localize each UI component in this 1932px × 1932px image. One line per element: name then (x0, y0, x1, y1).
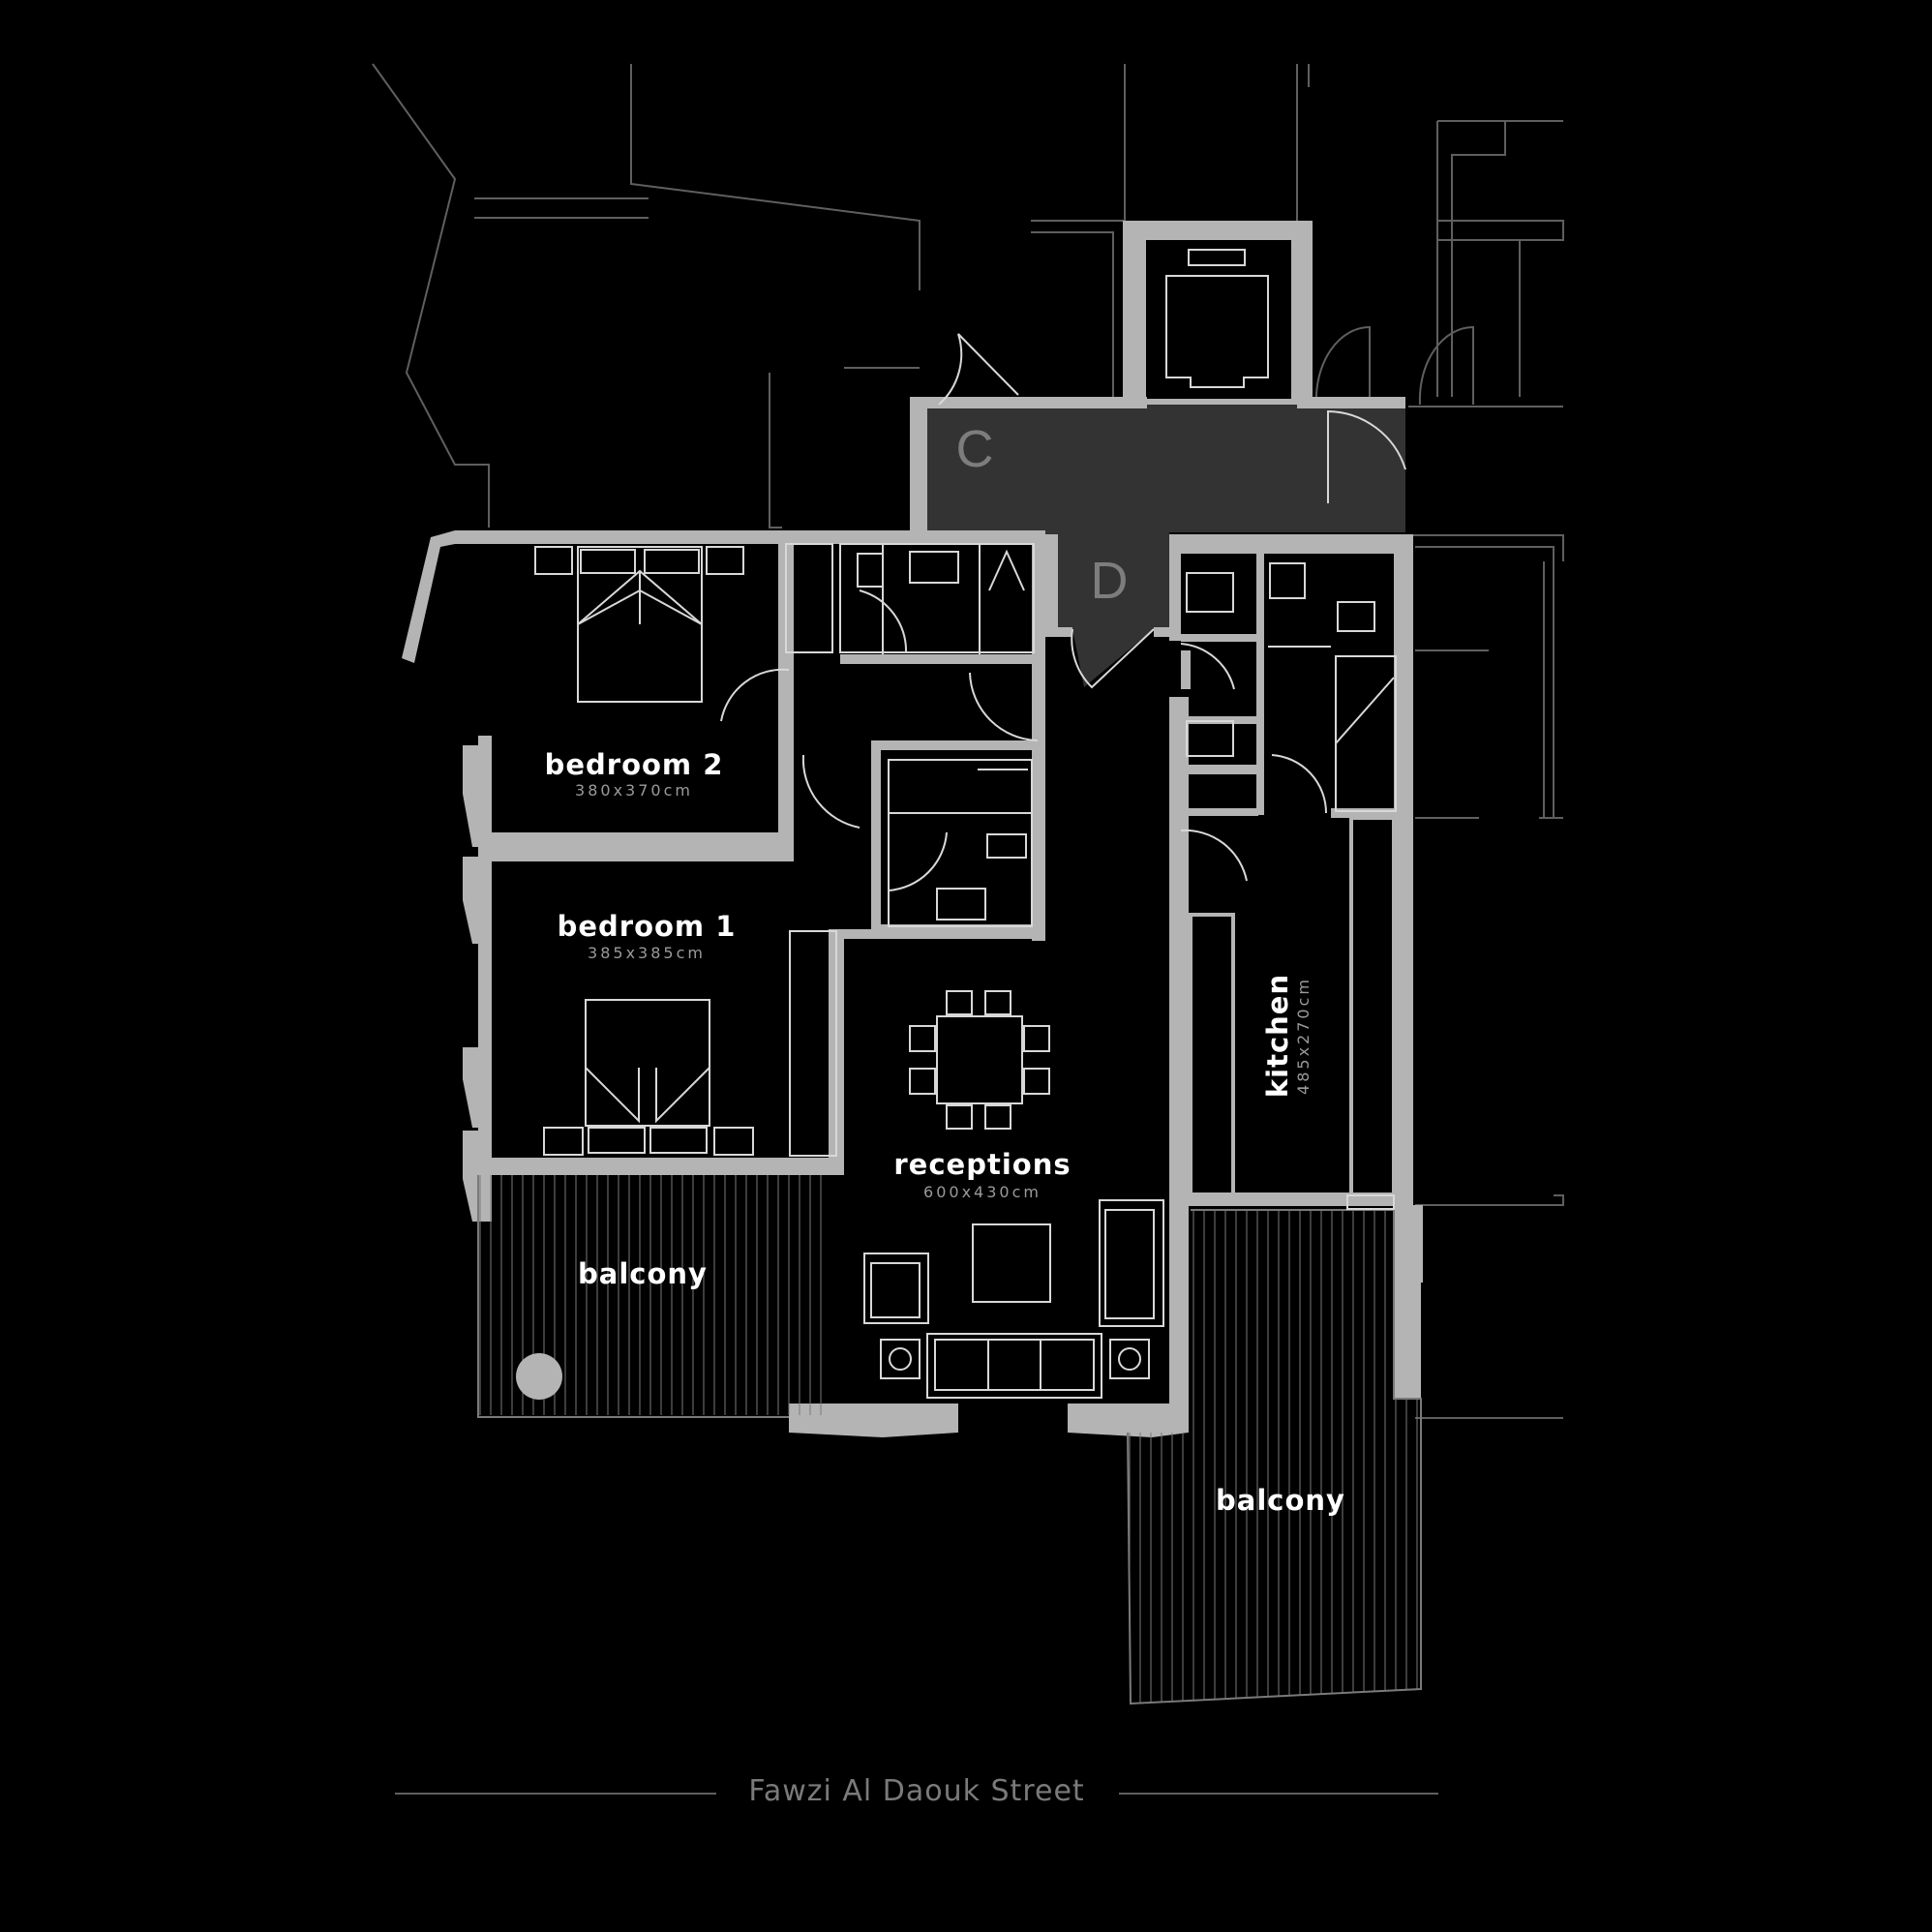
balcony-east-label: balcony (1216, 1484, 1345, 1517)
context-lines (372, 63, 1564, 1419)
bedroom1-label: bedroom 1 (558, 910, 737, 943)
walls (402, 397, 1423, 1437)
core-label-c: C (956, 420, 994, 478)
doors (720, 333, 1406, 891)
planter-icon (516, 1353, 562, 1400)
furniture (534, 543, 1397, 1399)
core-label-d: D (1091, 552, 1129, 610)
bedroom2-label: bedroom 2 (545, 748, 724, 781)
bedroom1-size: 385x385cm (588, 944, 706, 962)
balcony-west-label: balcony (578, 1257, 708, 1290)
receptions-size: 600x430cm (923, 1183, 1041, 1201)
balcony-west-deck (477, 1175, 829, 1418)
kitchen-label: kitchen (1261, 974, 1294, 1098)
bedroom2-size: 380x370cm (575, 781, 693, 800)
street-name: Fawzi Al Daouk Street (748, 1774, 1084, 1808)
lift-shaft (1123, 221, 1313, 405)
receptions-label: receptions (893, 1148, 1071, 1181)
kitchen-size: 485x270cm (1294, 977, 1313, 1095)
